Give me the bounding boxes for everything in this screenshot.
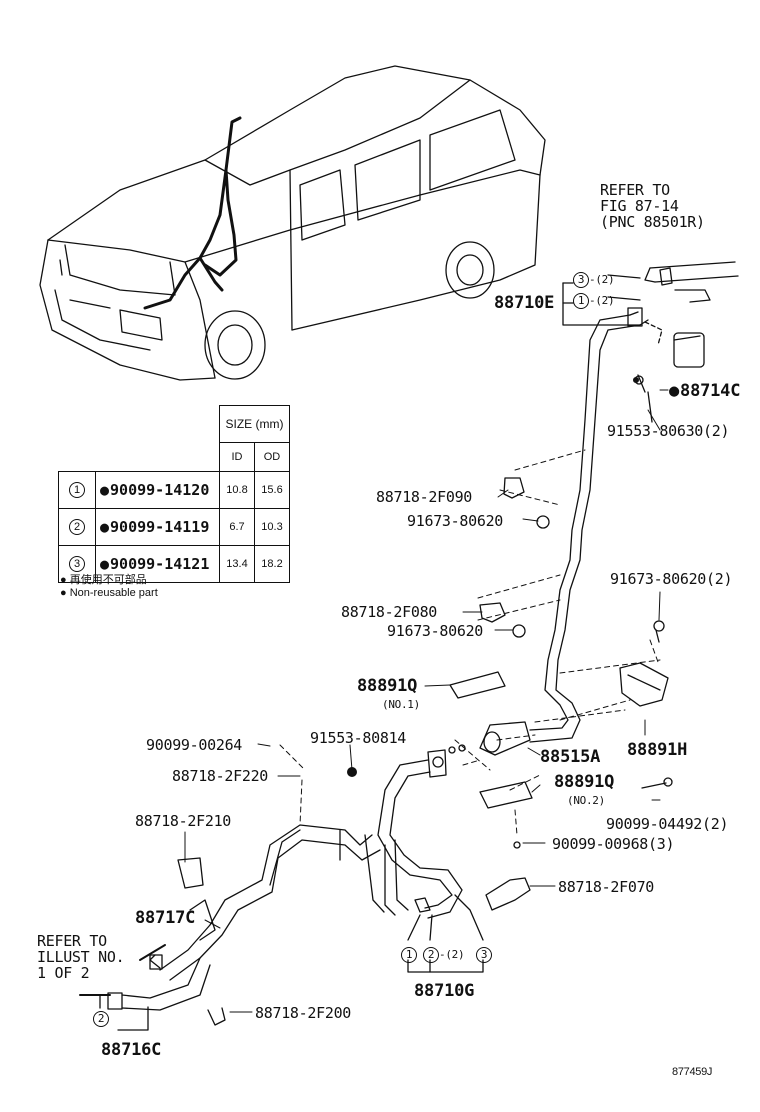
callout-3-bottom: 3 <box>476 945 492 963</box>
callout-2-bottom: 2-(2) <box>423 945 465 963</box>
callout-1-top: 1-(2) <box>573 291 615 309</box>
row-id: 6.7 <box>219 508 255 546</box>
row-od: 10.3 <box>254 508 290 546</box>
row-index: 2 <box>69 519 85 535</box>
part-88891Q-2-sub: (NO.2) <box>567 794 605 807</box>
table-row: 2 90099-14119 6.7 10.3 <box>58 508 290 546</box>
figure-id: 877459J <box>672 1066 713 1078</box>
part-91673-80620-a: 91673-80620 <box>407 512 504 530</box>
lower-pipes <box>107 759 463 1026</box>
row-part: 90099-14121 <box>100 555 209 573</box>
part-88710E: 88710E <box>494 293 555 313</box>
table-row: 3 90099-14121 13.4 18.2 <box>58 545 290 583</box>
part-88710G: 88710G <box>414 981 475 1001</box>
part-88718-2F070: 88718-2F070 <box>558 878 655 896</box>
brackets <box>427 662 673 911</box>
row-part: 90099-14119 <box>100 518 209 536</box>
part-88891Q-1: 88891Q <box>357 676 418 696</box>
row-od: 15.6 <box>254 471 290 509</box>
part-88515A: 88515A <box>540 747 601 767</box>
col-od: OD <box>254 442 290 472</box>
callout-1-bottom: 1 <box>401 945 417 963</box>
part-90099-00968: 90099-00968(3) <box>552 835 675 853</box>
hose-size-table: SIZE (mm) ID OD 1 90099-14120 10.8 15.6 … <box>58 405 290 583</box>
part-91553-80630: 91553-80630(2) <box>607 422 730 440</box>
part-88891H: 88891H <box>627 740 688 760</box>
note-en: ● Non-reusable part <box>60 587 158 599</box>
part-88717C: 88717C <box>135 908 196 928</box>
part-88718-2F220: 88718-2F220 <box>172 767 269 785</box>
part-90099-00264: 90099-00264 <box>146 736 243 754</box>
row-index: 3 <box>69 556 85 572</box>
callout-2-left: 2 <box>93 1009 109 1027</box>
callout-3-top: 3-(2) <box>573 270 615 288</box>
part-88718-2F210: 88718-2F210 <box>135 812 232 830</box>
part-90099-04492: 90099-04492(2) <box>606 815 729 833</box>
row-id: 10.8 <box>219 471 255 509</box>
row-id: 13.4 <box>219 545 255 583</box>
part-88718-2F080: 88718-2F080 <box>341 603 438 621</box>
part-88891Q-1-sub: (NO.1) <box>382 698 420 711</box>
refer-arrows <box>79 944 166 996</box>
upper-fittings <box>607 261 739 423</box>
note-jp: ● 再使用不可部品 <box>60 574 147 586</box>
part-88714C: 88714C <box>669 383 740 400</box>
size-header: SIZE (mm) <box>219 405 290 443</box>
part-91553-80814: 91553-80814 <box>310 729 407 747</box>
row-index: 1 <box>69 482 85 498</box>
clamps <box>479 477 665 643</box>
part-91673-80620-b: 91673-80620 <box>387 622 484 640</box>
part-88716C: 88716C <box>101 1040 162 1060</box>
part-88718-2F090: 88718-2F090 <box>376 488 473 506</box>
part-88718-2F200: 88718-2F200 <box>255 1004 352 1022</box>
row-od: 18.2 <box>254 545 290 583</box>
row-part: 90099-14120 <box>100 481 209 499</box>
table-row: 1 90099-14120 10.8 15.6 <box>58 471 290 509</box>
main-pipes <box>529 307 649 743</box>
van-illustration <box>39 65 546 381</box>
part-88891Q-2: 88891Q <box>554 772 615 792</box>
col-id: ID <box>219 442 255 472</box>
part-91673-80620-2: 91673-80620(2) <box>610 570 733 588</box>
